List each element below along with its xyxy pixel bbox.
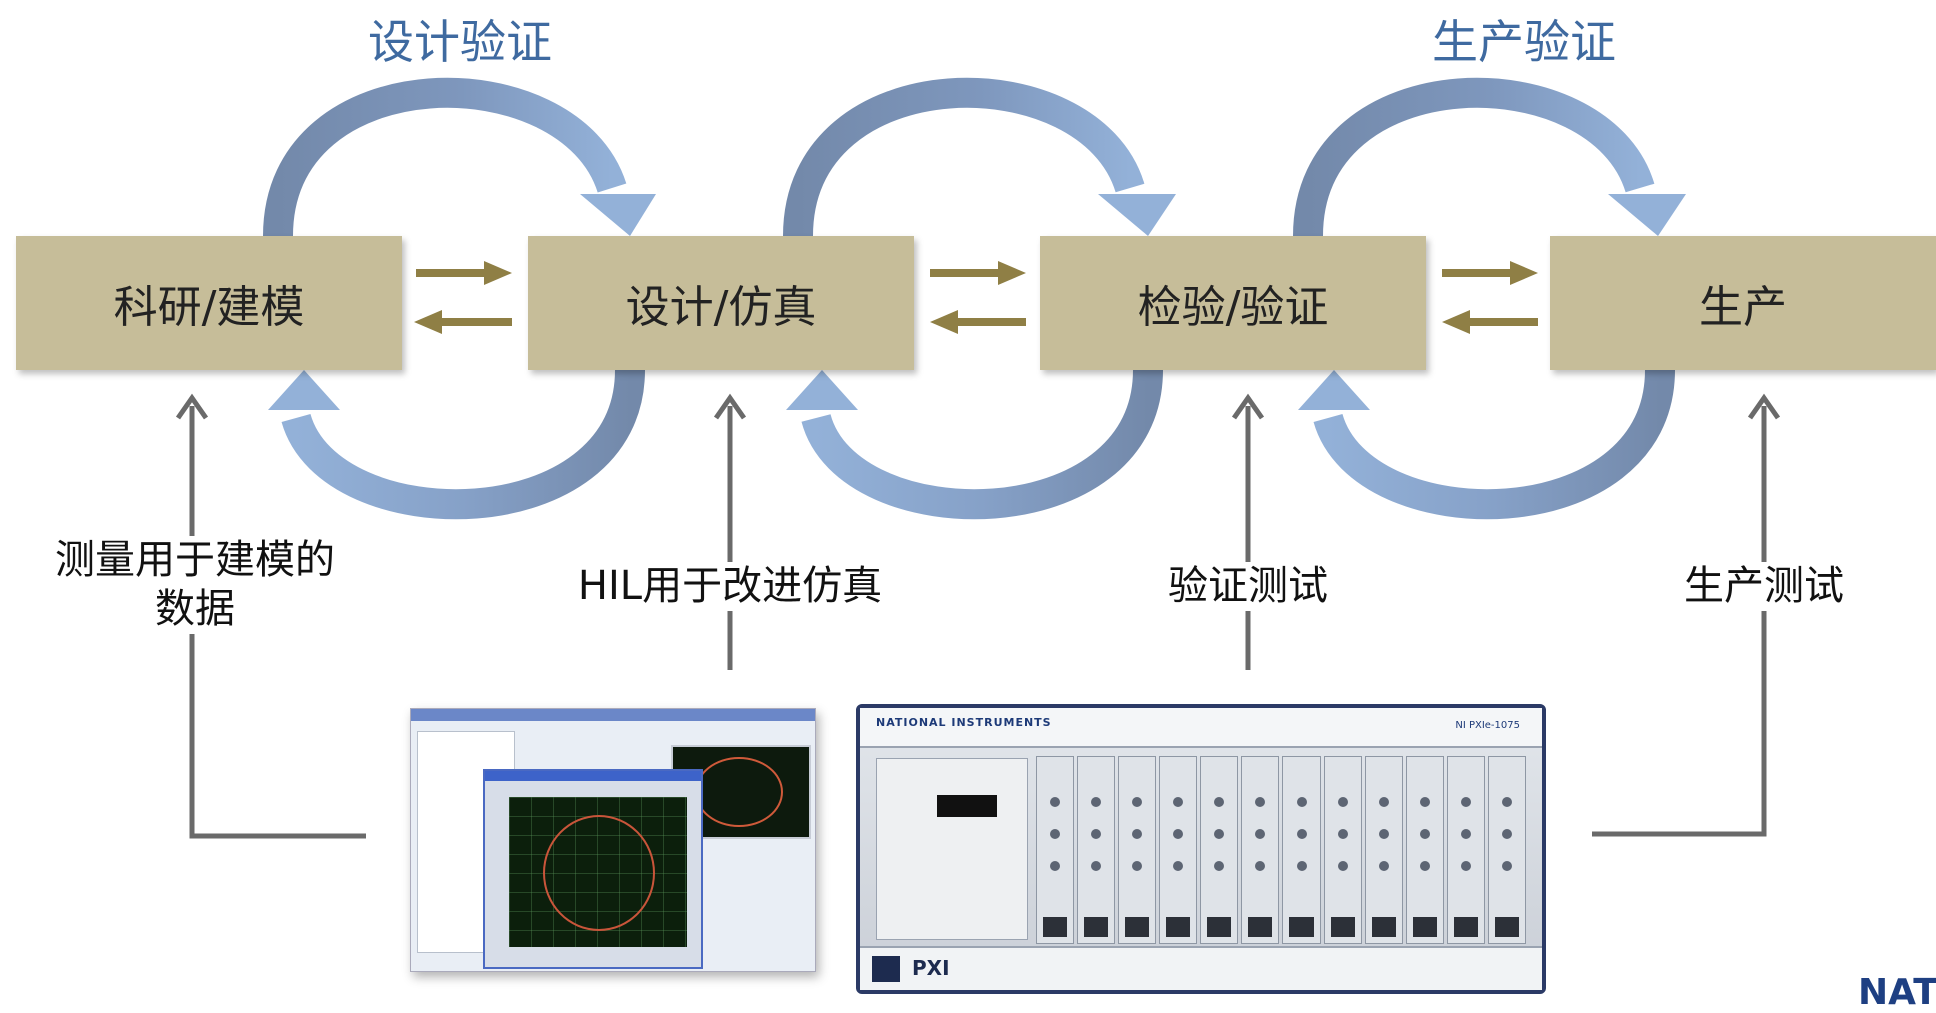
pointer-arrow-design (713, 393, 747, 670)
io-module (1200, 756, 1239, 944)
io-module (1036, 756, 1075, 944)
phase-title-design-verification: 设计验证 (368, 15, 552, 69)
top-loop-arrow-1 (263, 77, 656, 237)
foreground-window (483, 769, 703, 969)
bidirectional-arrow-1 (414, 261, 512, 334)
bottom-loop-arrow-2 (786, 369, 1163, 520)
pointer-arrow-verification (1231, 393, 1265, 670)
pxi-chassis-image: NATIONAL INSTRUMENTS NI PXIe-1075 PXI (856, 704, 1546, 994)
stage-label: 设计/仿真 (625, 282, 817, 333)
io-module (1241, 756, 1280, 944)
bottom-loop-arrow-3 (1298, 369, 1675, 520)
controller-module (876, 758, 1028, 940)
io-module (1405, 756, 1444, 944)
stage-label: 科研/建模 (113, 282, 305, 333)
window-titlebar (485, 771, 701, 781)
stage-inspection-verification: 检验/验证 (1040, 236, 1426, 370)
flow-label-hil: HIL用于改进仿真 (562, 562, 898, 611)
phase-title-production-verification: 生产验证 (1432, 15, 1616, 69)
stage-research-modeling: 科研/建模 (16, 236, 402, 370)
ni-corner-logo: NATI (1858, 972, 1936, 1013)
io-module (1446, 756, 1485, 944)
power-button-icon (872, 956, 900, 982)
window-titlebar (411, 709, 815, 721)
io-module (1077, 756, 1116, 944)
io-module (1364, 756, 1403, 944)
io-module (1159, 756, 1198, 944)
io-module (1282, 756, 1321, 944)
pointer-arrow-production (1592, 393, 1781, 837)
stage-design-simulation: 设计/仿真 (528, 236, 914, 370)
bidirectional-arrow-2 (930, 261, 1026, 334)
chassis-model: NI PXIe-1075 (1455, 720, 1520, 731)
top-loop-arrow-2 (783, 77, 1176, 237)
chassis-top-band: NATIONAL INSTRUMENTS NI PXIe-1075 (860, 708, 1542, 748)
io-module (1487, 756, 1526, 944)
flow-label-production-test: 生产测试 (1676, 562, 1852, 611)
chassis-bottom-band: PXI (860, 946, 1542, 990)
stage-production: 生产 (1550, 236, 1936, 370)
stage-label: 检验/验证 (1137, 282, 1329, 333)
top-loop-arrow-3 (1293, 77, 1686, 237)
chassis-pxi-label: PXI (912, 956, 950, 980)
ethernet-ports (937, 795, 997, 817)
flow-label-verification-test: 验证测试 (1160, 562, 1336, 611)
io-module (1118, 756, 1157, 944)
io-modules (1036, 756, 1526, 944)
software-screenshot-image (410, 708, 816, 972)
flow-label-measurement-data: 测量用于建模的 数据 (40, 536, 350, 634)
xy-graph-plot (509, 797, 687, 947)
bottom-loop-arrow-1 (268, 369, 645, 520)
io-module (1323, 756, 1362, 944)
bidirectional-arrow-3 (1442, 261, 1538, 334)
stage-label: 生产 (1699, 282, 1787, 333)
chassis-brand: NATIONAL INSTRUMENTS (876, 716, 1052, 729)
